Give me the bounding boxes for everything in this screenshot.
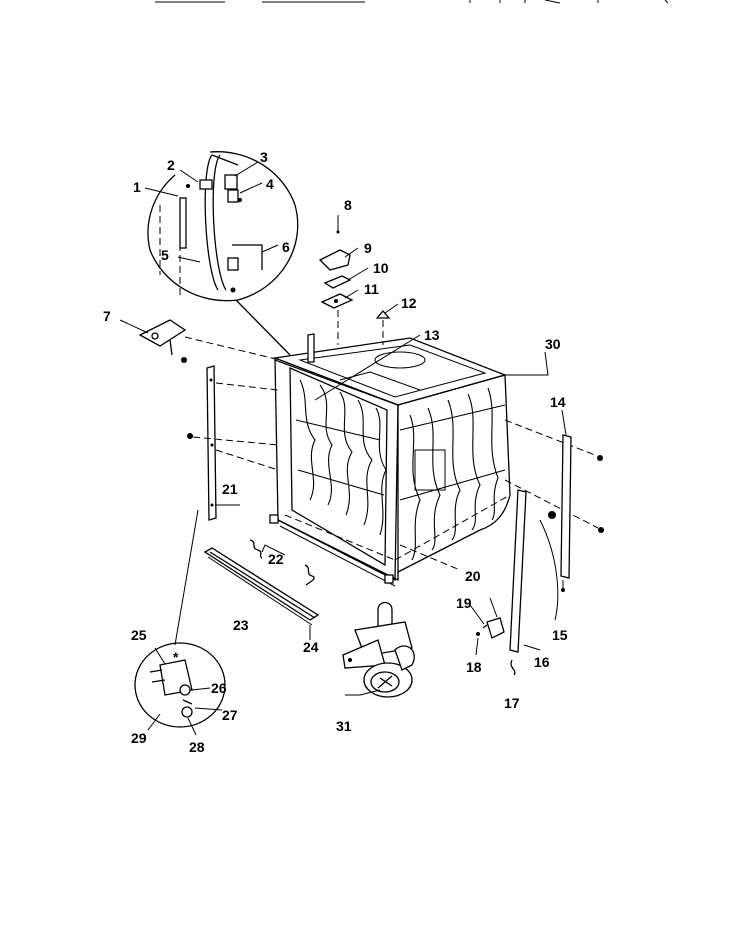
callout-8: 8	[344, 197, 352, 213]
callout-7: 7	[103, 308, 111, 324]
asterisk-mark: *	[173, 649, 179, 665]
dishwasher-tub	[269, 333, 599, 587]
callout-26: 26	[211, 680, 227, 696]
cropped-header-marks	[155, 0, 669, 4]
callout-20: 20	[465, 568, 481, 584]
callout-21: 21	[222, 481, 238, 497]
callout-15: 15	[552, 627, 568, 643]
callout-16: 16	[534, 654, 550, 670]
kick-plate-23-24	[203, 539, 320, 640]
callout-11: 11	[364, 281, 379, 297]
left-wall-embossing	[295, 379, 387, 536]
callout-23: 23	[233, 617, 249, 633]
callout-25: 25	[131, 627, 147, 643]
callout-labels: 1 2 3 4 5 6 7 8 9 10 11 12 13 14 15 16 1…	[103, 149, 568, 755]
callout-9: 9	[364, 240, 372, 256]
callout-22: 22	[268, 551, 284, 567]
callout-30: 30	[545, 336, 561, 352]
callout-1: 1	[133, 179, 141, 195]
callout-27: 27	[222, 707, 238, 723]
right-front-rail-16	[509, 489, 559, 676]
bracket-parts-18-20	[469, 597, 505, 656]
right-wall-embossing	[399, 387, 506, 561]
callout-29: 29	[131, 730, 147, 746]
callout-3: 3	[260, 149, 268, 165]
callout-2: 2	[167, 157, 175, 173]
callout-24: 24	[303, 639, 319, 655]
callout-5: 5	[161, 247, 169, 263]
callout-10: 10	[373, 260, 389, 276]
callout-6: 6	[282, 239, 290, 255]
callout-17: 17	[504, 695, 520, 711]
callout-19: 19	[456, 595, 472, 611]
switch-detail-circle	[134, 509, 226, 736]
top-bracket-stack	[314, 215, 549, 401]
callout-18: 18	[466, 659, 482, 675]
door-latch-detail-circle	[144, 151, 299, 356]
part-7-bracket	[119, 319, 281, 363]
callout-12: 12	[401, 295, 417, 311]
right-side-rail-14	[560, 409, 604, 592]
callout-4: 4	[266, 176, 274, 192]
callout-31: 31	[336, 718, 352, 734]
pump-motor-31	[342, 601, 415, 698]
callout-14: 14	[550, 394, 566, 410]
callout-28: 28	[189, 739, 205, 755]
left-side-rail	[187, 365, 279, 521]
callout-13: 13	[424, 327, 440, 343]
